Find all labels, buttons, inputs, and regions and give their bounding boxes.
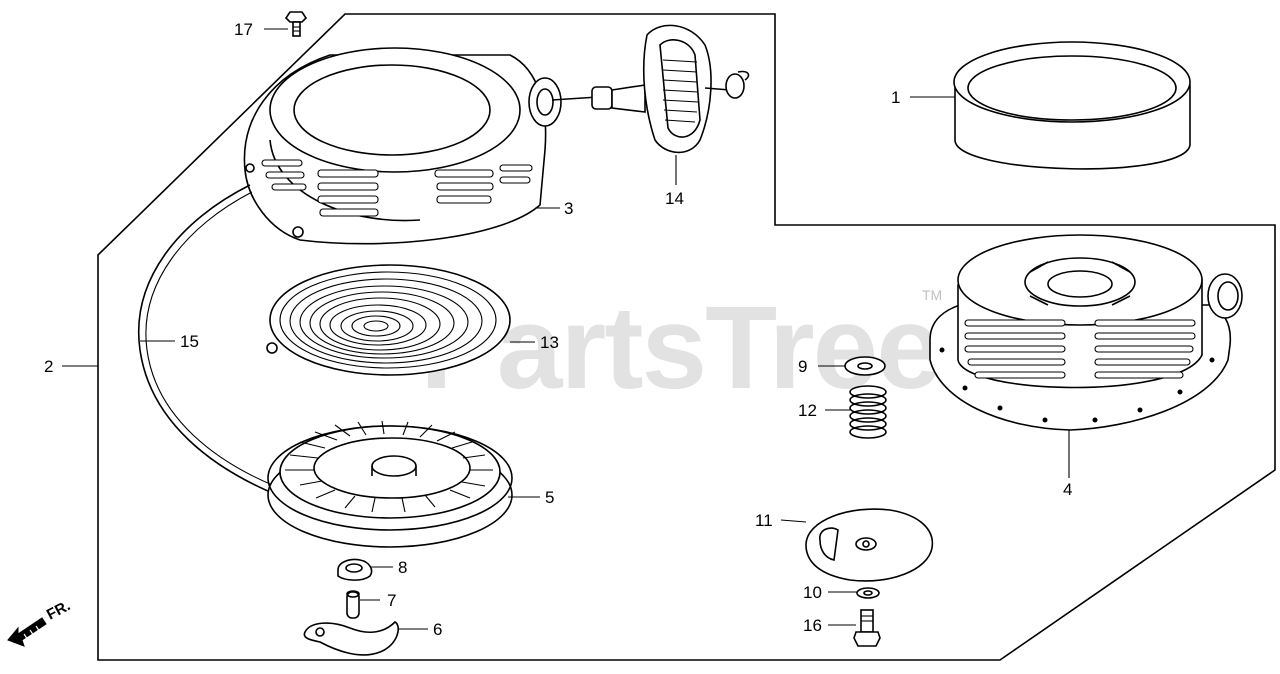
part-8-collar[interactable] (337, 558, 373, 581)
callout-15: 15 (180, 332, 199, 351)
front-direction-label: FR. (44, 597, 73, 623)
part-10-washer[interactable] (856, 587, 880, 599)
part-4-starter-pulley[interactable] (929, 234, 1243, 431)
part-14-starter-grip[interactable] (551, 24, 750, 154)
callout-4: 4 (1063, 480, 1072, 499)
front-direction-arrow: FR. (7, 597, 73, 647)
watermark-text: PartsTree (420, 282, 940, 414)
callout-9: 9 (798, 357, 807, 376)
part-5-reel[interactable] (267, 420, 513, 548)
callout-3: 3 (564, 199, 573, 218)
callout-13: 13 (540, 333, 559, 352)
part-6-ratchet-pawl[interactable] (303, 621, 399, 656)
part-9-washer[interactable] (844, 356, 886, 376)
callout-17: 17 (234, 20, 253, 39)
callout-16: 16 (803, 616, 822, 635)
part-15-starter-rope[interactable] (138, 184, 291, 501)
part-16-bolt[interactable] (853, 609, 881, 647)
callout-7: 7 (387, 591, 396, 610)
part-11-friction-plate[interactable] (805, 508, 934, 582)
callout-12: 12 (798, 401, 817, 420)
leader-lines (62, 28, 1070, 630)
callout-14: 14 (665, 189, 684, 208)
assembly-outline (97, 13, 1276, 661)
callout-6: 6 (433, 620, 442, 639)
callout-1: 1 (891, 88, 900, 107)
callout-2: 2 (44, 357, 53, 376)
callout-11: 11 (755, 511, 773, 530)
part-7-pin[interactable] (346, 590, 360, 619)
callout-8: 8 (398, 558, 407, 577)
part-17-bolt[interactable] (284, 11, 308, 37)
part-12-spring[interactable] (849, 385, 887, 439)
watermark-tm: TM (922, 287, 942, 303)
part-1-air-guide[interactable] (953, 41, 1191, 170)
part-3-recoil-cover[interactable] (243, 47, 562, 245)
callout-5: 5 (545, 488, 554, 507)
part-13-recoil-spring[interactable] (266, 264, 511, 376)
callout-10: 10 (803, 583, 822, 602)
